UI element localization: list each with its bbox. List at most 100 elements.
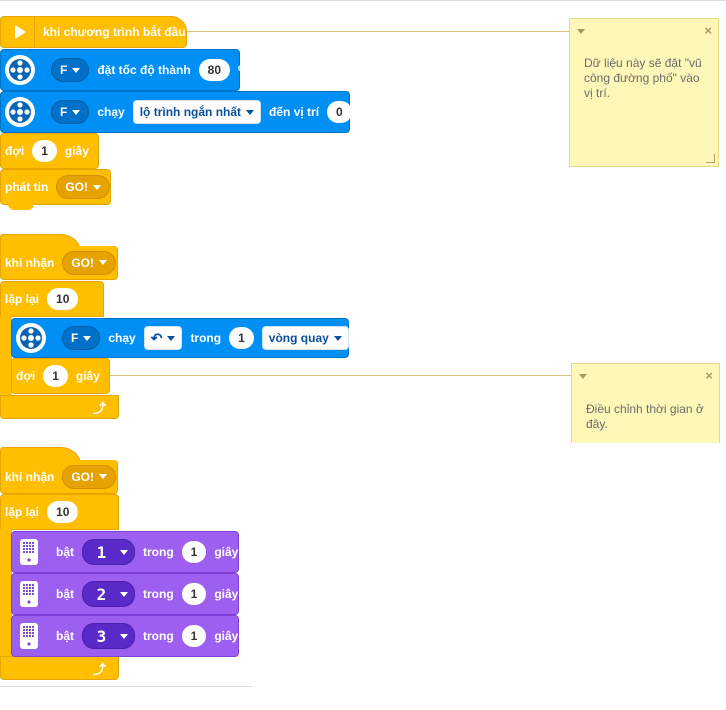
wait-label: đợi: [5, 144, 25, 158]
to-position-label: đến vị trí: [269, 105, 320, 119]
resize-handle-icon[interactable]: [706, 154, 715, 163]
image-dropdown[interactable]: 2: [82, 581, 135, 607]
collapse-note-icon[interactable]: [579, 374, 587, 379]
motor-icon: [5, 55, 35, 85]
chevron-down-icon: [99, 474, 108, 479]
close-icon[interactable]: ×: [705, 368, 713, 383]
canvas-bottom-divider: [0, 686, 252, 687]
motor-port-value: F: [71, 331, 79, 345]
image-dropdown[interactable]: 3: [82, 623, 135, 649]
message-dropdown[interactable]: GO!: [62, 250, 117, 275]
run-motor-rotations-block[interactable]: F chạy ↶ trong 1 vòng quay: [11, 318, 349, 358]
wait-label: đợi: [16, 369, 36, 383]
repeat-count-input[interactable]: 10: [47, 288, 79, 310]
wait-block[interactable]: đợi 1 giây: [11, 358, 110, 394]
unit-value: vòng quay: [268, 331, 329, 345]
wait-seconds-input[interactable]: 1: [43, 365, 68, 387]
when-program-starts-block[interactable]: khi chương trình bắt đầu: [0, 16, 187, 48]
chevron-down-icon: [93, 184, 101, 190]
turn-on-label: bật: [56, 545, 74, 559]
note-text[interactable]: Điều chỉnh thời gian ở đây.: [586, 402, 704, 431]
chevron-down-icon: [83, 335, 92, 341]
unit-dropdown[interactable]: vòng quay: [261, 326, 349, 350]
chevron-down-icon: [246, 109, 255, 115]
note-text[interactable]: Dữ liệu này sẽ đặt "vũ công đường phố" v…: [584, 56, 702, 100]
seconds-label: giây: [64, 144, 89, 158]
run-motor-to-position-block[interactable]: F chạy lộ trình ngắn nhất đến vị trí 0: [0, 91, 352, 133]
duration-input[interactable]: 1: [181, 541, 207, 563]
repeat-block[interactable]: lặp lại 10: [0, 494, 119, 530]
message-value: GO!: [71, 469, 95, 484]
message-value: GO!: [71, 255, 95, 270]
broadcast-message-dropdown[interactable]: GO!: [56, 175, 110, 199]
speed-input[interactable]: 80: [198, 59, 231, 81]
light-matrix-glyph: [23, 626, 34, 646]
speed-label: đặt tốc độ thành: [97, 63, 191, 77]
wait-block[interactable]: đợi 1 giây: [0, 133, 99, 169]
motor-port-value: F: [60, 63, 68, 77]
duration-input[interactable]: 1: [181, 625, 207, 647]
chevron-down-icon: [120, 591, 128, 597]
when-receive-block[interactable]: khi nhận GO!: [0, 246, 118, 280]
position-input[interactable]: 0: [327, 101, 352, 123]
chevron-down-icon: [167, 335, 176, 341]
chevron-down-icon: [333, 335, 342, 341]
hat-label: khi chương trình bắt đầu: [43, 25, 186, 39]
note-header: ×: [570, 19, 718, 41]
motor-glyph: [9, 59, 31, 81]
percent-label: %: [238, 63, 249, 77]
motor-icon: [5, 97, 35, 127]
close-icon[interactable]: ×: [704, 23, 712, 38]
motor-port-dropdown[interactable]: F: [51, 100, 90, 124]
seconds-label: giây: [75, 369, 100, 383]
seconds-label: giây: [214, 629, 239, 643]
display-image-block[interactable]: bật 2 trong 1 giây: [11, 573, 239, 615]
repeat-count-input[interactable]: 10: [47, 501, 79, 523]
digit-image: 1: [96, 542, 108, 562]
note-header: ×: [572, 364, 719, 386]
canvas-top-border: [0, 0, 726, 1]
chevron-down-icon: [72, 109, 81, 115]
light-matrix-icon: [20, 539, 38, 565]
loop-arrow-icon: ⤴: [92, 400, 106, 416]
motor-port-dropdown[interactable]: F: [51, 58, 90, 82]
direction-mode-dropdown[interactable]: lộ trình ngắn nhất: [132, 100, 262, 124]
turn-on-label: bật: [56, 587, 74, 601]
note-connector-line: [186, 31, 570, 32]
rotations-input[interactable]: 1: [229, 327, 254, 349]
motor-icon: [16, 323, 46, 353]
repeat-block[interactable]: lặp lại 10: [0, 281, 104, 317]
comment-note-1[interactable]: × Dữ liệu này sẽ đặt "vũ công đường phố"…: [569, 18, 719, 167]
chevron-down-icon: [99, 260, 108, 265]
message-dropdown[interactable]: GO!: [62, 464, 117, 489]
set-motor-speed-block[interactable]: F đặt tốc độ thành 80 %: [0, 49, 249, 91]
display-image-block[interactable]: bật 3 trong 1 giây: [11, 615, 239, 657]
loop-arrow-icon: ⤴: [92, 661, 106, 677]
display-image-block[interactable]: bật 1 trong 1 giây: [11, 531, 239, 573]
chevron-down-icon: [72, 67, 81, 73]
light-matrix-glyph: [23, 542, 34, 562]
comment-note-2[interactable]: × Điều chỉnh thời gian ở đây.: [571, 363, 720, 443]
light-matrix-icon: [20, 581, 38, 607]
direction-dropdown[interactable]: ↶: [143, 326, 183, 350]
duration-input[interactable]: 1: [181, 583, 207, 605]
hat-label: khi nhận: [5, 255, 55, 270]
motor-port-dropdown[interactable]: F: [62, 326, 101, 350]
light-matrix-icon: [20, 623, 38, 649]
block-notch: [8, 204, 34, 210]
repeat-block-arm: [0, 529, 12, 657]
wait-seconds-input[interactable]: 1: [32, 140, 57, 162]
collapse-note-icon[interactable]: [577, 29, 585, 34]
digit-image: 2: [96, 584, 108, 604]
for-label: trong: [190, 331, 222, 345]
broadcast-message-value: GO!: [65, 180, 88, 194]
hat-separator: [34, 17, 35, 47]
broadcast-block[interactable]: phát tin GO!: [0, 169, 111, 205]
image-dropdown[interactable]: 1: [82, 539, 135, 565]
for-label: trong: [143, 545, 174, 559]
direction-mode-value: lộ trình ngắn nhất: [139, 105, 242, 119]
when-receive-block[interactable]: khi nhận GO!: [0, 460, 118, 494]
note-connector-line: [110, 375, 572, 376]
motor-glyph: [20, 327, 42, 349]
for-label: trong: [143, 587, 174, 601]
